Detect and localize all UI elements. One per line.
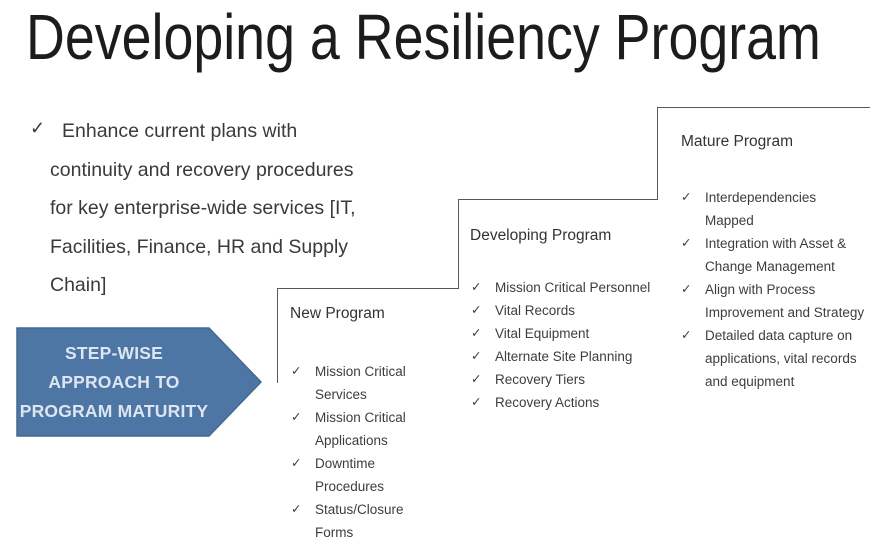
step-title-mature-program: Mature Program — [681, 133, 793, 150]
stepwise-arrow: STEP-WISE APPROACH TO PROGRAM MATURITY — [16, 327, 262, 437]
check-icon: ✓ — [681, 282, 692, 296]
list-item: ✓ Integration with Asset & Change Manage… — [681, 232, 865, 278]
check-icon: ✓ — [291, 502, 302, 516]
check-icon: ✓ — [681, 190, 692, 204]
check-icon: ✓ — [291, 456, 302, 470]
step-title-developing-program: Developing Program — [470, 227, 612, 244]
arrow-label: STEP-WISE APPROACH TO PROGRAM MATURITY — [16, 327, 212, 437]
list-item: ✓ Downtime Procedures — [291, 452, 428, 498]
check-icon: ✓ — [471, 303, 482, 317]
check-icon: ✓ — [471, 280, 482, 294]
intro-line: Chain] — [50, 274, 107, 296]
arrow-label-line: PROGRAM MATURITY — [19, 400, 209, 421]
list-item-text: Status/Closure Forms — [315, 502, 404, 540]
list-item: ✓ Status/Closure Forms — [291, 498, 428, 544]
list-item: ✓ Recovery Actions — [471, 391, 696, 414]
step-outline-new-program — [277, 288, 459, 383]
list-item: ✓ Recovery Tiers — [471, 368, 696, 391]
step-title-new-program: New Program — [290, 305, 385, 322]
list-item: ✓ Align with Process Improvement and Str… — [681, 278, 865, 324]
arrow-label-line: STEP-WISE — [64, 342, 164, 363]
list-item: ✓ Mission Critical Personnel — [471, 276, 696, 299]
step-outline-developing-program — [458, 199, 658, 289]
list-item-text: Mission Critical Personnel — [495, 280, 651, 295]
list-item: ✓ Vital Equipment — [471, 322, 696, 345]
check-icon: ✓ — [471, 372, 482, 386]
list-item-text: Vital Records — [495, 303, 576, 318]
check-icon: ✓ — [30, 118, 46, 138]
step-list-mature-program: ✓ Interdependencies Mapped ✓ Integration… — [681, 186, 865, 393]
check-icon: ✓ — [471, 395, 482, 409]
list-item-text: Recovery Actions — [495, 395, 600, 410]
step-outline-mature-program — [657, 107, 870, 200]
list-item-text: Mission Critical Services — [315, 364, 406, 402]
check-icon: ✓ — [291, 364, 302, 378]
list-item: ✓ Interdependencies Mapped — [681, 186, 865, 232]
list-item-text: Mission Critical Applications — [315, 410, 406, 448]
intro-line: for key enterprise-wide services [IT, — [50, 197, 356, 219]
list-item-text: Vital Equipment — [495, 326, 590, 341]
intro-line: Facilities, Finance, HR and Supply — [50, 235, 349, 258]
intro-bullet: ✓ Enhance current plans with continuity … — [30, 112, 440, 305]
arrow-label-line: APPROACH TO — [48, 371, 180, 392]
list-item-text: Interdependencies Mapped — [705, 190, 817, 228]
check-icon: ✓ — [681, 236, 692, 250]
list-item-text: Align with Process Improvement and Strat… — [705, 282, 865, 320]
list-item: ✓ Mission Critical Applications — [291, 406, 428, 452]
arrow-shape-icon — [16, 327, 262, 437]
step-list-new-program: ✓ Mission Critical Services ✓ Mission Cr… — [291, 360, 428, 544]
slide-title: Developing a Resiliency Program — [26, 1, 821, 73]
list-item-text: Recovery Tiers — [495, 372, 586, 387]
intro-text: Enhance current plans with continuity an… — [50, 112, 440, 305]
list-item-text: Integration with Asset & Change Manageme… — [705, 236, 847, 274]
list-item: ✓ Alternate Site Planning — [471, 345, 696, 368]
check-icon: ✓ — [681, 328, 692, 342]
list-item-text: Downtime Procedures — [315, 456, 385, 494]
check-icon: ✓ — [291, 410, 302, 424]
intro-line: continuity and recovery procedures — [50, 158, 354, 181]
step-list-developing-program: ✓ Mission Critical Personnel ✓ Vital Rec… — [471, 276, 696, 414]
check-icon: ✓ — [471, 349, 482, 363]
list-item: ✓ Mission Critical Services — [291, 360, 428, 406]
list-item: ✓ Vital Records — [471, 299, 696, 322]
check-icon: ✓ — [471, 326, 482, 340]
list-item-text: Alternate Site Planning — [495, 349, 633, 364]
list-item: ✓ Detailed data capture on applications,… — [681, 324, 865, 393]
list-item-text: Detailed data capture on applications, v… — [705, 328, 857, 389]
intro-line: Enhance current plans with — [62, 120, 298, 142]
